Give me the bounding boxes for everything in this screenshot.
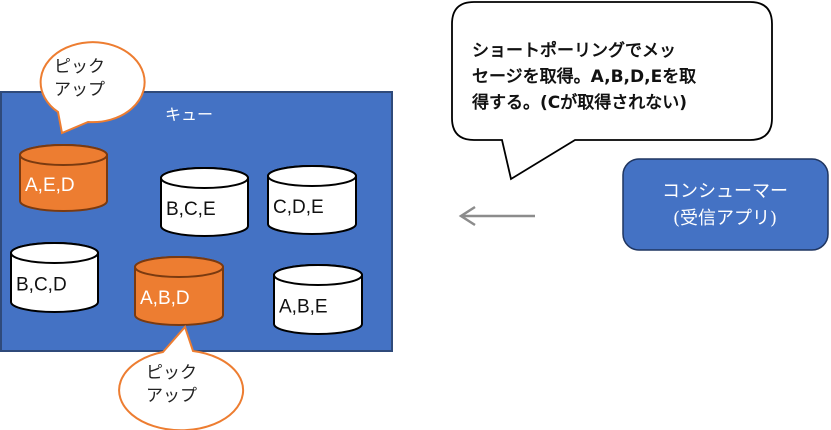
speech-line-3: 得する。(Cが取得されない) xyxy=(471,92,687,113)
message-label: C,D,E xyxy=(273,197,324,218)
speech-line-2: セージを取得。A,B,D,Eを取 xyxy=(472,66,696,87)
message-cylinder-picked: A,E,D xyxy=(19,144,108,212)
message-cylinder-picked: A,B,D xyxy=(134,256,224,326)
consumer-app-box: コンシューマー (受信アプリ) xyxy=(622,158,829,251)
pickup-callout-line2: アップ xyxy=(146,386,197,406)
cylinder-top xyxy=(273,264,363,286)
consumer-line-2: (受信アプリ) xyxy=(673,208,777,229)
message-label: B,C,D xyxy=(16,275,67,296)
cylinder-top xyxy=(19,144,108,166)
consumer-line-1: コンシューマー xyxy=(662,181,788,202)
cylinder-top xyxy=(160,167,249,189)
cylinder-top xyxy=(134,256,224,278)
speech-bubble: ショートポーリングでメッ セージを取得。A,B,D,Eを取 得する。(Cが取得さ… xyxy=(451,1,773,181)
pickup-callout-bottom: ピック アップ xyxy=(118,325,245,430)
queue-label: キュー xyxy=(165,105,213,124)
arrow-left-icon xyxy=(458,205,535,227)
message-cylinder: B,C,E xyxy=(160,167,249,237)
message-label: A,B,E xyxy=(279,297,328,318)
pickup-callout-top: ピック アップ xyxy=(39,41,146,135)
pickup-callout-line1: ピック xyxy=(54,57,105,77)
message-label: B,C,E xyxy=(166,199,216,220)
pickup-callout-line1: ピック xyxy=(146,363,197,383)
cylinder-top xyxy=(10,242,99,264)
pickup-callout-line2: アップ xyxy=(54,80,105,100)
message-label: A,E,D xyxy=(25,175,75,196)
message-cylinder: C,D,E xyxy=(267,165,357,235)
speech-line-1: ショートポーリングでメッ xyxy=(472,40,676,61)
message-cylinder: B,C,D xyxy=(10,242,99,313)
message-cylinders: A,E,D B,C,E C,D,E B,C,D A,B,D A,B,E xyxy=(10,144,363,335)
message-cylinder: A,B,E xyxy=(273,264,363,335)
cylinder-top xyxy=(267,165,357,187)
message-label: A,B,D xyxy=(140,288,190,309)
